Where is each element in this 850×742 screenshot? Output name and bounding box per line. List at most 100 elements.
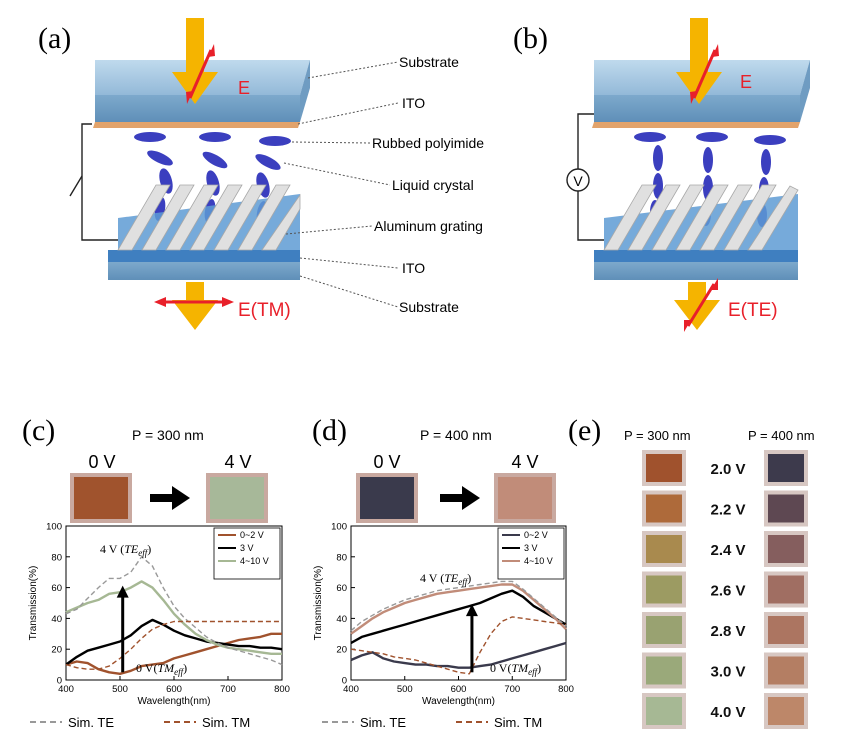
- swatch-voltage-label: 2.8 V: [710, 623, 745, 640]
- callout-rubbed-polyimide: Rubbed polyimide: [372, 135, 484, 151]
- panel-a: (a) E: [38, 18, 484, 330]
- series-line: [350, 641, 567, 669]
- swatch-300: [646, 454, 682, 482]
- series-line: [65, 620, 282, 670]
- legend-label: 4~10 V: [240, 556, 269, 566]
- swatch-400: [768, 697, 804, 725]
- panel-c-left-swatch: [74, 477, 128, 519]
- legend-label: 0~2 V: [240, 530, 264, 540]
- top-substrate-side: [95, 95, 300, 122]
- y-tick-label: 40: [51, 614, 62, 625]
- field-arrow-a: [188, 49, 213, 99]
- panel-e-left-header: P = 300 nm: [624, 428, 691, 443]
- x-tick-label: 700: [220, 684, 236, 695]
- field-label-a: E: [238, 78, 250, 98]
- series-line: [350, 616, 567, 675]
- panel-d-right-swatch: [498, 477, 552, 519]
- swatch-400: [768, 535, 804, 563]
- callout-substrate-top: Substrate: [399, 54, 459, 70]
- field-arrow-te: [686, 283, 716, 327]
- annotation-te-eff: 4 V (TEeff): [420, 571, 471, 587]
- bottom-substrate-b: [594, 262, 798, 280]
- open-switch: [69, 175, 83, 197]
- output-label-b: E(TE): [728, 300, 778, 321]
- legend-label: 0~2 V: [524, 530, 548, 540]
- swatch-400: [768, 494, 804, 523]
- legend-box: [497, 527, 565, 580]
- y-tick-label: 60: [51, 583, 62, 594]
- series-line: [65, 580, 282, 655]
- series-line: [350, 589, 567, 645]
- swatch-400: [768, 616, 804, 644]
- voltmeter-label: V: [573, 173, 583, 189]
- panel-d-label: (d): [312, 414, 347, 447]
- x-tick-label: 600: [166, 684, 182, 695]
- series-line: [65, 618, 283, 666]
- swatch-400: [768, 575, 804, 604]
- swatch-voltage-label: 2.6 V: [710, 583, 745, 600]
- callout-ito-bottom: ITO: [402, 260, 425, 276]
- annotation-tm-eff: 0 V(TMeff): [136, 661, 187, 677]
- swatch-voltage-label: 4.0 V: [710, 704, 745, 721]
- voltmeter-symbol: [566, 168, 590, 192]
- callout-leaders: [283, 61, 399, 308]
- annotation-arrowhead: [116, 585, 129, 598]
- swatch-400: [768, 454, 804, 482]
- top-substrate-edge-b: [800, 60, 810, 122]
- y-tick-label: 100: [331, 522, 347, 533]
- x-tick-label: 400: [58, 684, 74, 695]
- y-tick-label: 0: [342, 676, 347, 687]
- y-tick-label: 20: [336, 645, 347, 656]
- x-tick-label: 800: [558, 684, 574, 695]
- sim-legend-label: Sim. TE: [68, 715, 114, 730]
- top-substrate-edge: [300, 60, 310, 122]
- swatch-voltage-label: 2.2 V: [710, 502, 745, 519]
- swatch-300: [646, 494, 682, 523]
- y-tick-label: 80: [51, 552, 62, 563]
- circuit-wire: [81, 123, 118, 241]
- sim-legend-label: Sim. TM: [494, 715, 542, 730]
- x-tick-label: 500: [397, 684, 413, 695]
- incident-light-arrow: [172, 18, 218, 104]
- y-tick-label: 0: [57, 676, 62, 687]
- series-line: [65, 632, 282, 675]
- legend-box: [213, 527, 281, 580]
- swatch-voltage-label: 2.0 V: [710, 461, 745, 478]
- x-tick-label: 800: [274, 684, 290, 695]
- panel-c-transition-arrow: [150, 486, 190, 510]
- callout-aluminum-grating: Aluminum grating: [374, 218, 483, 234]
- panel-e: (e) P = 300 nm P = 400 nm 2.0 V2.2 V2.4 …: [568, 414, 815, 729]
- bottom-ito-side-b: [594, 250, 798, 262]
- swatch-voltage-label: 3.0 V: [710, 664, 745, 681]
- incident-light-arrow-b: [676, 18, 722, 104]
- bottom-ito-side: [108, 250, 300, 262]
- x-axis-label: Wavelength(nm): [422, 696, 495, 707]
- panel-c-right-voltage: 4 V: [224, 452, 251, 472]
- swatch-voltage-label: 2.4 V: [710, 542, 745, 559]
- swatch-300: [646, 656, 682, 685]
- swatch-300: [646, 697, 682, 725]
- field-label-b: E: [740, 72, 752, 92]
- panel-c-left-voltage: 0 V: [88, 452, 115, 472]
- output-light-arrow-b: [674, 282, 720, 330]
- annotation-tm-eff: 0 V(TMeff): [490, 661, 541, 677]
- callout-substrate-bottom: Substrate: [399, 299, 459, 315]
- panel-d-left-voltage: 0 V: [373, 452, 400, 472]
- bottom-substrate-a: [108, 262, 300, 280]
- x-tick-label: 600: [451, 684, 467, 695]
- voltage-swatch-grid: 2.0 V 2.2 V 2.4 V 2.6 V 2.8 V 3.0 V 4.0 V: [642, 450, 808, 729]
- top-ito-layer: [93, 122, 300, 128]
- legend-label: 4~10 V: [524, 556, 553, 566]
- swatch-300: [646, 535, 682, 563]
- sim-legend-label: Sim. TE: [360, 715, 406, 730]
- top-substrate-side-b: [594, 95, 800, 122]
- x-axis-label: Wavelength(nm): [138, 696, 211, 707]
- sim-legend-label: Sim. TM: [202, 715, 250, 730]
- x-tick-label: 500: [112, 684, 128, 695]
- series-line: [350, 580, 567, 632]
- panel-c-label: (c): [22, 414, 55, 447]
- panel-c-period: P = 300 nm: [132, 427, 204, 443]
